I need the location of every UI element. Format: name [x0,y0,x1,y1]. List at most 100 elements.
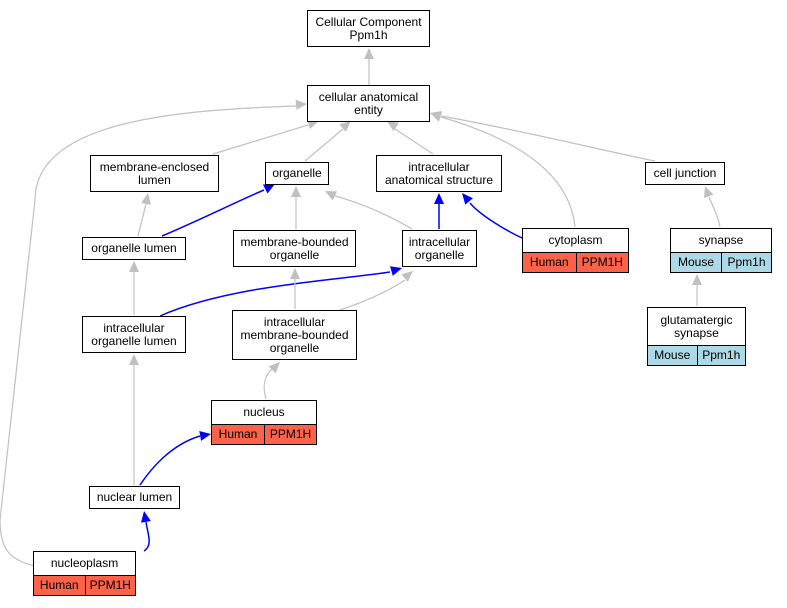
edge-ol-to-mel [137,193,152,237]
node-label: intracellular organelle lumen [91,320,177,348]
arrowhead [462,193,473,205]
arrowhead [387,121,399,132]
node-mbo[interactable]: membrane-bounded organelle [233,230,356,267]
arrowhead [325,191,338,201]
node-nl[interactable]: nuclear lumen [89,486,180,509]
node-iol[interactable]: intracellular organelle lumen [82,316,186,353]
edge-iol-to-io [159,266,402,317]
edge-nl-to-iol [129,354,139,485]
edge-line [339,279,406,311]
node-mel[interactable]: membrane-enclosed lumen [90,155,219,192]
node-label: cytoplasm [548,233,603,247]
edge-line [440,115,656,162]
edge-line [394,128,434,155]
gene-cell: PPM1H [264,425,316,444]
node-label: organelle [272,166,322,180]
arrowhead [692,274,702,285]
edge-ol-to-org [161,184,275,237]
edge-line [159,271,391,317]
species-cell: Human [34,576,85,595]
arrowhead [268,362,280,374]
gene-cell: PPM1H [84,576,135,595]
node-label: Cellular Component Ppm1h [315,14,422,42]
edge-line [334,195,413,230]
arrowhead [129,261,139,272]
edge-line [469,202,523,239]
edge-line [304,128,344,162]
node-label: membrane-enclosed lumen [99,159,210,187]
node-label: nucleus [243,405,285,419]
node-label: organelle lumen [91,241,177,255]
edge-cae-to-root [364,48,374,85]
edge-ias-to-cae [387,121,434,155]
node-label: nuclear lumen [96,490,173,504]
node-label: cellular anatomical entity [318,89,419,117]
edge-cyto-to-ias [462,193,523,239]
arrowhead [390,266,402,276]
node-label: synapse [698,233,744,247]
node-label: nucleoplasm [50,556,119,570]
species-cell: Mouse [648,346,697,365]
gene-cell: Ppm1h [721,253,771,272]
arrowhead [262,184,275,194]
edge-np-to-nl [140,511,151,552]
edge-np-to-cae [0,99,307,567]
edge-line [263,368,273,400]
edge-line [440,116,576,228]
edge-mbo-to-org [291,186,301,229]
edge-line [139,435,201,486]
edge-mel-to-cae [212,119,319,155]
node-ias[interactable]: intracellular anatomical structure [376,155,502,192]
arrowhead [704,186,714,199]
node-cj[interactable]: cell junction [645,162,725,185]
node-label: cell junction [653,166,717,180]
edge-nl-to-nuc [139,430,211,486]
edge-org-to-cae [304,121,351,162]
node-imbo[interactable]: intracellular membrane-bounded organelle [232,310,357,360]
arrowhead [339,121,351,132]
node-label: glutamatergic synapse [660,312,733,340]
node-label: intracellular membrane-bounded organelle [240,314,349,355]
edge-gs-to-syn [692,274,702,306]
arrowhead [364,48,374,59]
species-cell: Mouse [671,253,721,272]
species-cell: Human [212,425,264,444]
edge-line [143,521,150,552]
node-io[interactable]: intracellular organelle [402,230,477,267]
edge-line [137,203,147,237]
node-org[interactable]: organelle [265,162,329,185]
edge-cyto-to-cae [430,112,576,228]
edge-line [161,189,265,237]
arrowhead [295,99,307,110]
edge-imbo-to-io [339,271,413,311]
edge-line [708,196,721,228]
edge-nuc-to-imbo [263,362,280,400]
edge-syn-to-cj [704,186,721,228]
gene-cell: Ppm1h [696,346,745,365]
gene-cell: PPM1H [575,253,628,272]
node-ol[interactable]: organelle lumen [82,237,186,260]
edge-line [0,105,297,567]
arrowhead [129,354,139,365]
node-root[interactable]: Cellular Component Ppm1h [307,10,430,47]
node-cae[interactable]: cellular anatomical entity [307,85,430,122]
edge-cj-to-cae [430,111,656,162]
node-label: intracellular anatomical structure [384,159,494,187]
arrowhead [141,193,152,205]
arrowhead [434,193,444,204]
species-cell: Human [523,253,576,272]
arrowhead [140,511,151,523]
arrowhead [401,271,413,282]
edge-layer [0,48,721,567]
